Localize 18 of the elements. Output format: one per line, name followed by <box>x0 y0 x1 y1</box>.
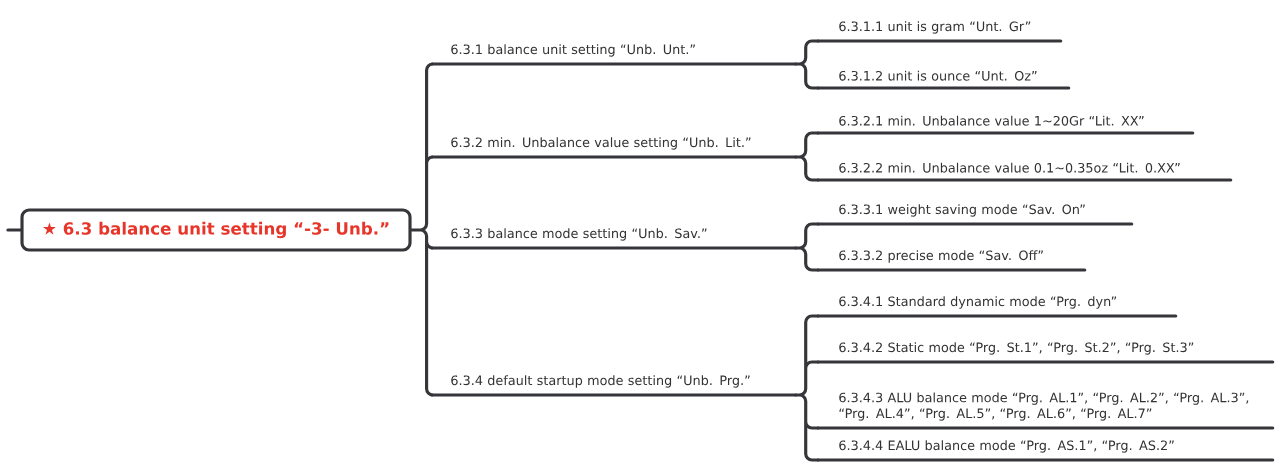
leaf-label: 6.3.2.1 min. Unbalance value 1∼20Gr “Lit. XX” <box>816 115 1195 135</box>
branch-label: 6.3.1 balance unit setting “Unb. Unt.” <box>430 44 798 66</box>
connector-line <box>6 228 22 232</box>
leaf-label: 6.3.4.3 ALU balance mode “Prg. AL.1”, “Prg. AL.2”, “Prg. AL.3”, “Prg. AL.4”, “Prg. AL.5”, “Prg. AL.6”, “Prg. AL.7” <box>816 392 1275 430</box>
root-box: ★ 6.3 balance unit setting “-3- Unb.” <box>20 208 412 252</box>
leaf-label: 6.3.4.1 Standard dynamic mode “Prg. dyn” <box>816 296 1178 318</box>
leaf-label: 6.3.4.4 EALU balance mode “Prg. AS.1”, “Prg. AS.2” <box>816 440 1275 462</box>
connector-line <box>410 62 435 397</box>
leaf-label: 6.3.4.2 Static mode “Prg. St.1”, “Prg. St.2”, “Prg. St.3” <box>816 342 1275 364</box>
leaf-label: 6.3.1.2 unit is ounce “Unt. Oz” <box>816 70 1071 90</box>
leaf-label: 6.3.3.1 weight saving mode “Sav. On” <box>816 204 1134 226</box>
branch-label: 6.3.3 balance mode setting “Unb. Sav.” <box>430 228 798 250</box>
connector-line <box>794 314 820 462</box>
branch-label: 6.3.4 default startup mode setting “Unb. Prg.” <box>430 375 798 397</box>
branch-label: 6.3.2 min. Unbalance value setting “Unb. Lit.” <box>430 137 798 159</box>
leaf-label: 6.3.1.1 unit is gram “Unt. Gr” <box>816 21 1063 43</box>
leaf-label: 6.3.2.2 min. Unbalance value 0.1∼0.35oz “Lit. 0.XX” <box>816 162 1233 182</box>
leaf-label: 6.3.3.2 precise mode “Sav. Off” <box>816 250 1087 272</box>
